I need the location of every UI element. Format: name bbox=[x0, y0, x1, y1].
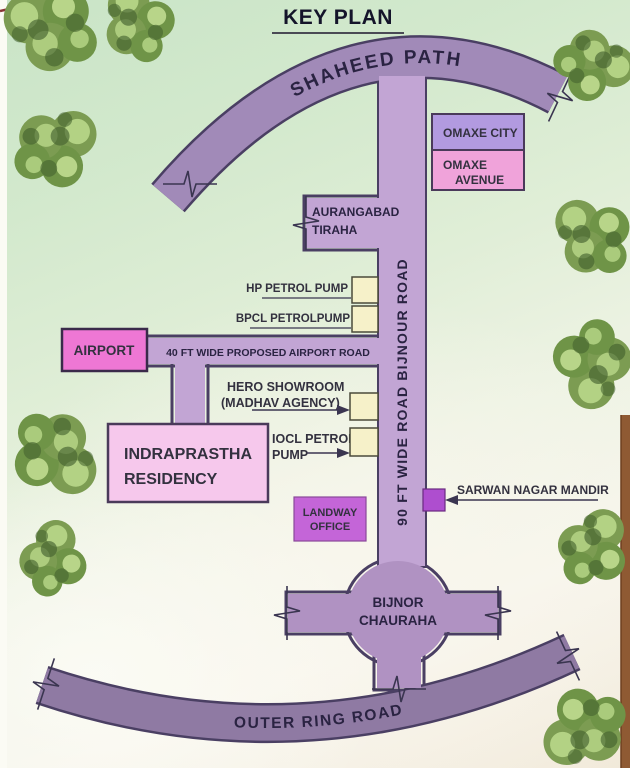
legend-omaxe-avenue-label-1: OMAXE bbox=[443, 158, 487, 172]
mandir-arrow-icon bbox=[445, 495, 458, 505]
hp-petrol-pump-label: HP PETROL PUMP bbox=[246, 283, 348, 295]
sarwan-nagar-mandir-box bbox=[422, 488, 446, 512]
hero-showroom-label-2: (MADHAV AGENCY) bbox=[221, 396, 340, 410]
legend-omaxe-city-label: OMAXE CITY bbox=[443, 126, 518, 140]
tree-icon bbox=[546, 18, 630, 109]
hp-petrol-pump-box bbox=[351, 276, 379, 304]
photo-edge-left bbox=[0, 0, 7, 768]
tree-icon bbox=[540, 189, 630, 286]
indraprastha-label-1: INDRAPRASTHA bbox=[124, 446, 252, 463]
iocl-label-2: PUMP bbox=[272, 448, 308, 462]
iocl-petrol-pump-box bbox=[349, 427, 379, 457]
tree-icon bbox=[554, 505, 630, 589]
bpcl-petrol-pump-box bbox=[351, 305, 379, 333]
tree-icon bbox=[544, 311, 630, 418]
tree-icon bbox=[3, 0, 97, 72]
bpcl-petrol-pump-label: BPCL PETROLPUMP bbox=[236, 313, 350, 325]
page-title: KEY PLAN bbox=[272, 6, 404, 34]
iocl-label-1: IOCL PETROL bbox=[272, 432, 356, 446]
sarwan-nagar-mandir-label: SARWAN NAGAR MANDIR bbox=[457, 483, 609, 497]
iocl-arrow-icon bbox=[337, 448, 350, 458]
landway-label-2: OFFICE bbox=[310, 521, 350, 533]
tree-icon bbox=[84, 0, 188, 75]
legend-omaxe-avenue-label-2: AVENUE bbox=[455, 173, 504, 187]
landway-label-1: LANDWAY bbox=[303, 507, 358, 519]
bijnor-chauraha-label-1: BIJNOR bbox=[372, 595, 423, 610]
photo-edge-right bbox=[621, 415, 630, 768]
bijnour-road-label: 90 FT WIDE ROAD BIJNOUR ROAD bbox=[394, 258, 410, 526]
tree-icon bbox=[10, 514, 93, 602]
bijnor-chauraha-label-2: CHAURAHA bbox=[359, 613, 437, 628]
bijnor-chauraha-roundabout bbox=[347, 561, 449, 663]
airport-label: AIRPORT bbox=[74, 343, 136, 358]
aurangabad-tiraha-label-2: TIRAHA bbox=[312, 223, 358, 237]
hero-showroom-label-1: HERO SHOWROOM bbox=[227, 380, 344, 394]
airport-road-label: 40 FT WIDE PROPOSED AIRPORT ROAD bbox=[166, 347, 370, 359]
hero-showroom-box bbox=[349, 392, 379, 421]
hero-arrow-icon bbox=[337, 405, 350, 415]
legend: OMAXE CITY OMAXE AVENUE bbox=[431, 113, 525, 191]
legend-omaxe-avenue-swatch bbox=[431, 149, 525, 191]
indraprastha-residency-box bbox=[106, 422, 270, 504]
indraprastha-label-2: RESIDENCY bbox=[124, 471, 218, 488]
tree-icon bbox=[0, 89, 109, 202]
aurangabad-tiraha-label-1: AURANGABAD bbox=[312, 205, 400, 219]
residency-access-road bbox=[175, 354, 205, 428]
tree-icon bbox=[531, 674, 630, 768]
tree-icon bbox=[1, 400, 113, 506]
aurangabad-tiraha-road bbox=[306, 198, 392, 248]
airport-box bbox=[60, 327, 149, 373]
landway-office-box bbox=[293, 496, 367, 542]
